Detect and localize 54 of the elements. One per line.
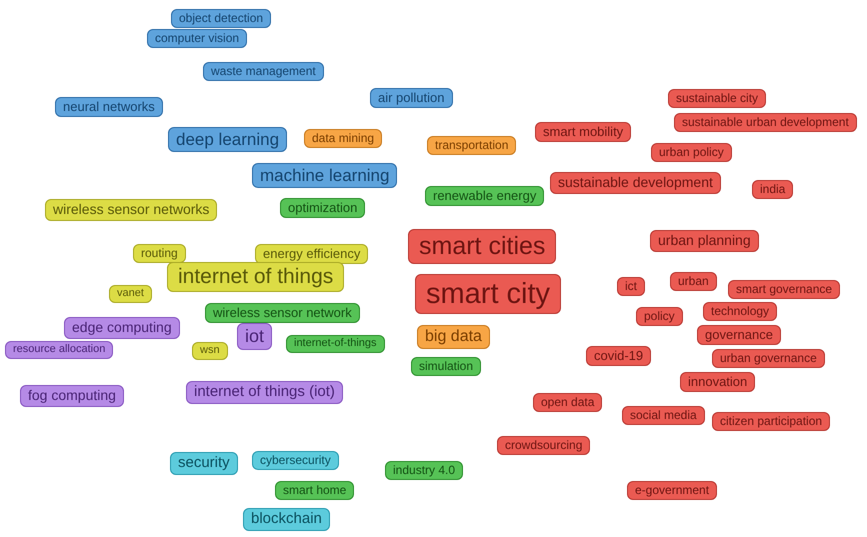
keyword-label: citizen participation [712,412,830,431]
keyword-label: simulation [411,357,482,376]
keyword-label: smart mobility [535,122,632,142]
keyword-label: technology [703,302,778,321]
keyword-label: iot [237,323,272,350]
keyword-label: smart cities [408,229,556,264]
keyword-label: wsn [192,342,228,360]
keyword-label: object detection [171,9,272,28]
keyword-label: renewable energy [425,186,544,206]
keyword-label: machine learning [252,163,398,188]
keyword-label: wireless sensor networks [45,199,218,220]
keyword-label: blockchain [243,508,330,531]
keyword-label: urban [670,272,717,291]
keyword-label: cybersecurity [252,451,339,470]
keyword-label: big data [417,325,490,349]
keyword-label: covid-19 [586,346,652,366]
keyword-label: vanet [109,285,152,303]
keyword-label: sustainable city [668,89,766,108]
keyword-label: urban governance [712,349,825,368]
keyword-label: deep learning [168,127,288,152]
keyword-label: neural networks [55,97,163,118]
keyword-label: urban policy [651,143,732,162]
keyword-label: data mining [304,129,382,148]
keyword-label: crowdsourcing [497,436,590,455]
keyword-label: fog computing [20,385,124,406]
keyword-label: sustainable development [550,172,721,194]
keyword-label: internet of things [167,262,344,292]
keyword-label: smart governance [728,280,840,299]
keyword-label: policy [636,307,683,326]
keyword-label: sustainable urban development [674,113,857,132]
keyword-label: industry 4.0 [385,461,464,480]
keyword-label: computer vision [147,29,248,48]
keyword-label: e-government [627,481,718,500]
keyword-label: air pollution [370,88,452,108]
keyword-label: transportation [427,136,516,155]
keyword-label: social media [622,406,705,425]
keyword-label: india [752,180,794,199]
keyword-label: ict [617,277,645,296]
keyword-label: innovation [680,372,756,392]
keyword-label: security [170,452,238,475]
keyword-label: energy efficiency [255,244,368,264]
keyword-label: governance [697,325,781,346]
keyword-label: waste management [203,62,324,81]
keyword-label: resource allocation [5,341,114,359]
keyword-label: internet of things (iot) [186,381,343,404]
keyword-label: smart city [415,274,562,314]
keyword-label: optimization [280,198,366,218]
keyword-label: open data [533,393,602,412]
keyword-label: smart home [275,481,354,500]
keyword-label: urban planning [650,230,759,252]
keyword-label: wireless sensor network [205,303,360,324]
keyword-label: internet-of-things [286,335,385,353]
keyword-label: routing [133,244,186,263]
keyword-label: edge computing [64,317,180,338]
